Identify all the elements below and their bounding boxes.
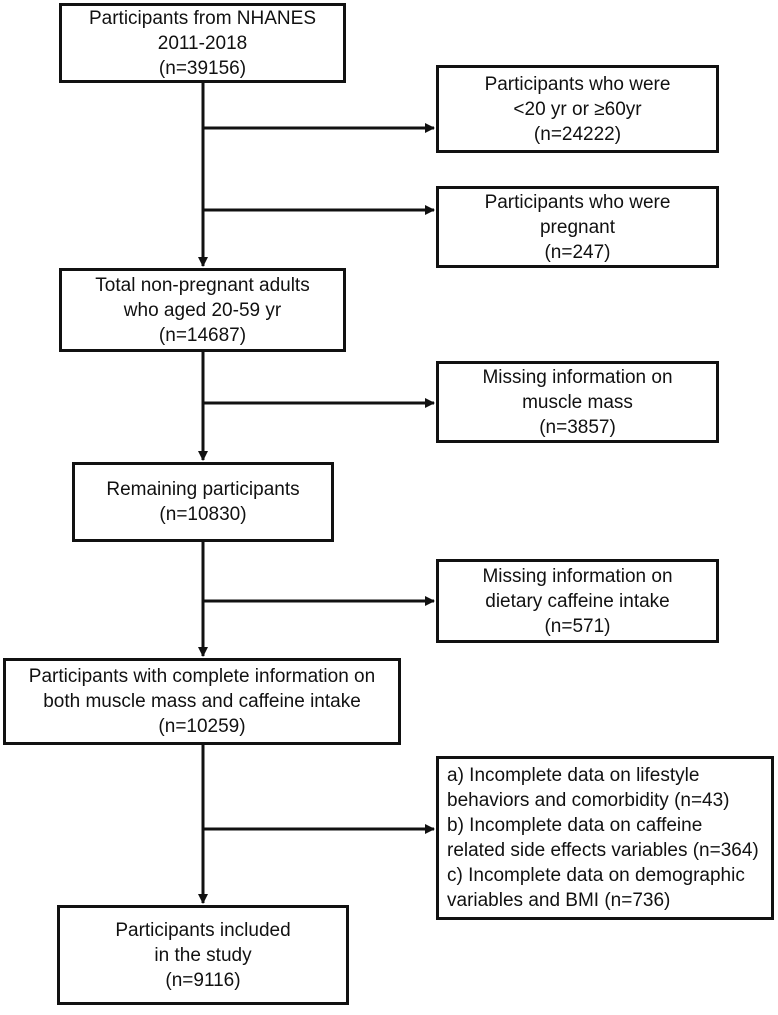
box-text-line: Missing information on	[482, 366, 673, 388]
box-text-line: Remaining participants	[106, 479, 300, 500]
box-text-line: (n=3857)	[539, 416, 616, 438]
box-text-line: Participants from NHANES	[88, 7, 316, 29]
box-non-pregnant-adults: Total non-pregnant adults who aged 20-59…	[59, 268, 346, 352]
box-text-line: (n=10830)	[159, 504, 247, 525]
box-text-line: Total non-pregnant adults	[95, 274, 310, 296]
box-text-line: dietary caffeine intake	[485, 590, 670, 612]
box-text-line: (n=10259)	[158, 716, 246, 737]
box-missing-caffeine: Missing information on dietary caffeine …	[436, 559, 719, 643]
box-text-line: both muscle mass and caffeine intake	[43, 691, 361, 712]
box-text-line: <20 yr or ≥60yr	[513, 98, 642, 120]
box-text-line: Participants included	[115, 919, 291, 941]
box-text-line: Participants who were	[484, 191, 671, 213]
box-complete-information: Participants with complete information o…	[3, 658, 401, 745]
box-text-line: Participants who were	[484, 73, 671, 95]
box-text-line: (n=571)	[544, 615, 611, 637]
box-participants-nhanes: Participants from NHANES 2011-2018 (n=39…	[59, 3, 346, 83]
box-text-line: c) Incomplete data on demographic	[447, 865, 745, 886]
box-text-line: (n=24222)	[533, 123, 622, 145]
box-text-line: a) Incomplete data on lifestyle	[447, 765, 700, 786]
box-text-line: 2011-2018	[157, 32, 248, 54]
box-text-line: b) Incomplete data on caffeine	[447, 815, 703, 836]
box-text-line: in the study	[154, 944, 252, 966]
box-text-line: pregnant	[539, 216, 615, 238]
box-text-line: (n=39156)	[158, 57, 247, 79]
box-incomplete-data: a) Incomplete data on lifestyle behavior…	[436, 756, 774, 920]
box-participants-included: Participants included in the study (n=91…	[57, 905, 349, 1005]
box-excluded-age: Participants who were <20 yr or ≥60yr (n…	[436, 65, 719, 153]
box-text-line: muscle mass	[522, 391, 633, 413]
box-text-line: who aged 20-59 yr	[123, 299, 282, 321]
box-remaining-participants: Remaining participants (n=10830)	[72, 462, 334, 542]
box-text-line: Missing information on	[482, 565, 673, 587]
box-excluded-pregnant: Participants who were pregnant (n=247)	[436, 186, 719, 268]
box-text-line: variables and BMI (n=736)	[447, 890, 671, 911]
box-text-line: related side effects variables (n=364)	[447, 840, 759, 861]
box-text-line: Participants with complete information o…	[28, 666, 376, 687]
box-text-line: behaviors and comorbidity (n=43)	[447, 790, 730, 811]
box-text-line: (n=14687)	[158, 324, 247, 346]
box-text-line: (n=247)	[544, 241, 611, 263]
box-text-line: (n=9116)	[165, 969, 241, 991]
box-missing-muscle-mass: Missing information on muscle mass (n=38…	[436, 361, 719, 443]
